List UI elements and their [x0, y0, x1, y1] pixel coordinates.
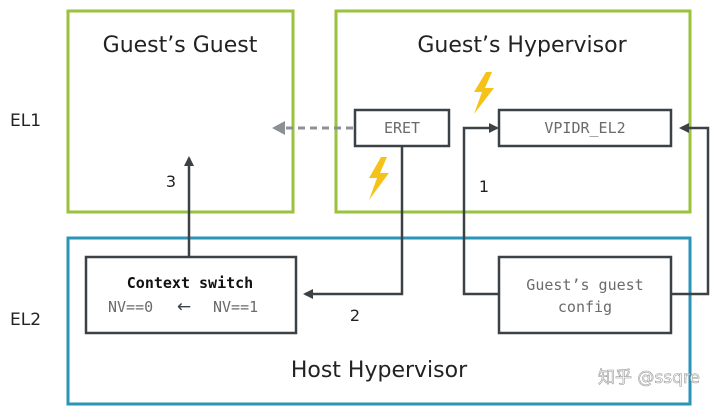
guest-config-line1: Guest’s guest	[526, 276, 643, 294]
step-2-label: 2	[350, 306, 360, 325]
arrow-2-trap-eret	[303, 146, 404, 299]
nv-zero-label: NV==0	[108, 298, 153, 316]
context-switch-box	[84, 255, 298, 335]
guest-guest-box	[66, 9, 295, 214]
host-hypervisor-title: Host Hypervisor	[291, 358, 468, 383]
el2-label: EL2	[10, 310, 41, 330]
step-1-label: 1	[479, 177, 489, 196]
el1-label: EL1	[10, 111, 41, 131]
guest-config-box	[497, 255, 673, 335]
vpidr-box	[497, 108, 673, 148]
guest-config-line2: config	[558, 298, 612, 316]
guest-guest-title: Guest’s Guest	[103, 33, 258, 58]
guest-hypervisor-box	[334, 9, 692, 214]
eret-box	[353, 108, 451, 148]
watermark-text: 知乎 @ssqre	[598, 368, 700, 388]
left-arrow-icon: ←	[177, 297, 191, 317]
trap-lightning-icon-eret	[369, 157, 389, 200]
trap-lightning-icon-vpidr	[474, 72, 494, 114]
vpidr-label: VPIDR_EL2	[544, 119, 625, 137]
host-hypervisor-box	[66, 236, 692, 406]
eret-label: ERET	[384, 119, 420, 137]
arrow-config-right-to-vpidr	[671, 123, 710, 296]
dashed-arrow-head-icon	[272, 121, 285, 135]
nv-one-label: NV==1	[213, 298, 258, 316]
arrow-1-config-to-vpidr	[462, 123, 499, 296]
guest-hypervisor-title: Guest’s Hypervisor	[417, 33, 627, 58]
step-3-label: 3	[166, 172, 176, 191]
context-switch-title: Context switch	[127, 274, 253, 292]
